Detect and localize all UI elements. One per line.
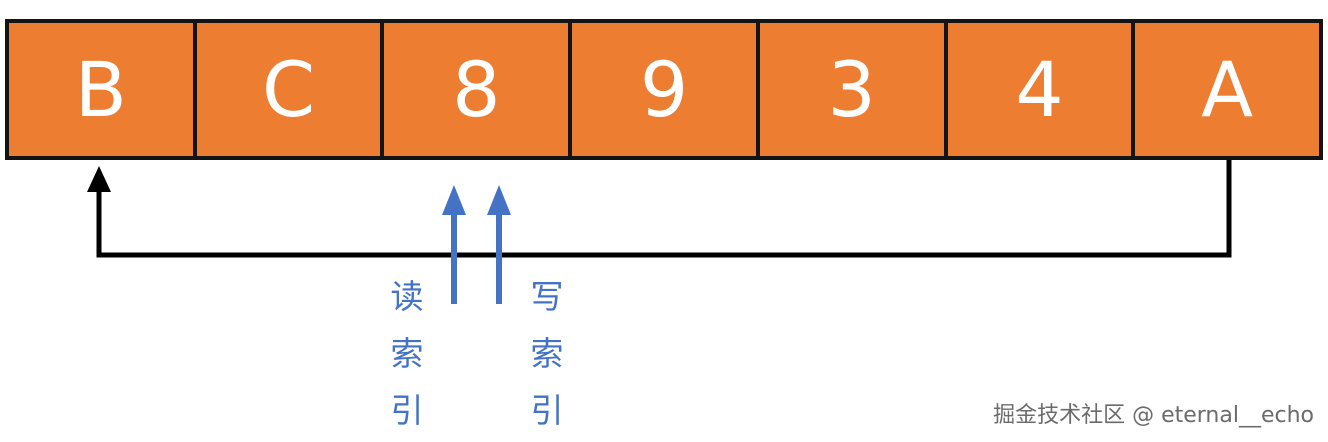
buffer-cell: A [1135,23,1320,156]
read-index-arrow [442,185,466,304]
wrap-around-arrowhead [87,166,111,192]
buffer-cell: 8 [384,23,573,156]
ring-buffer: B C 8 9 3 4 A [5,19,1323,160]
buffer-cell: 4 [947,23,1136,156]
wrap-around-path [96,160,1232,258]
buffer-cell: C [196,23,385,156]
wrap-around-arrow [87,160,1232,258]
write-index-arrow [487,185,511,304]
write-index-label: 写 索 引 [530,277,564,430]
buffer-cell: 9 [572,23,760,156]
read-index-label: 读 索 引 [390,277,424,430]
buffer-cell: B [9,23,197,156]
write-index-arrowhead [487,185,511,215]
read-index-arrowhead [442,185,466,215]
buffer-cell: 3 [759,23,948,156]
watermark: 掘金技术社区 @ eternal__echo [993,403,1314,428]
